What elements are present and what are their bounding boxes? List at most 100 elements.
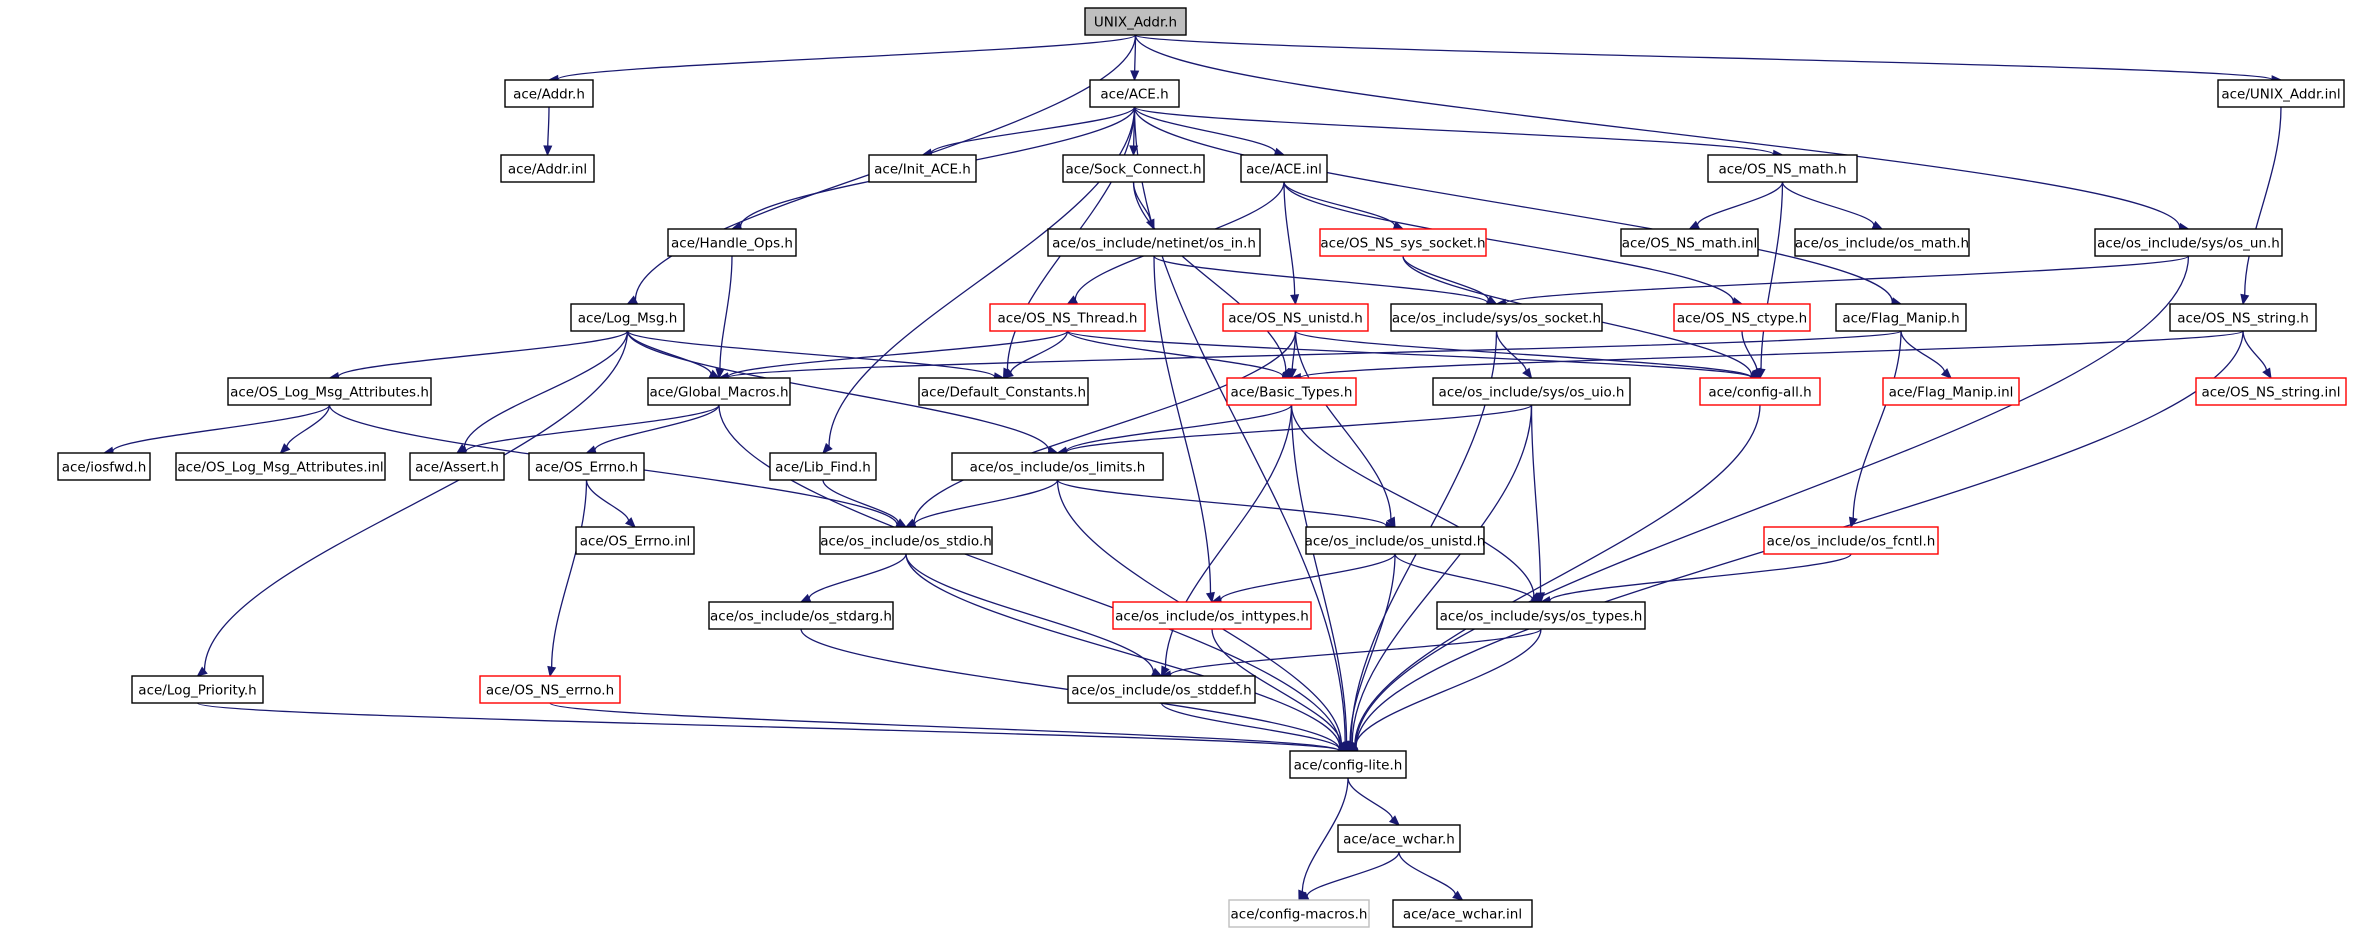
node-global-macros-h[interactable]: ace/Global_Macros.h xyxy=(647,377,791,406)
node-box[interactable] xyxy=(575,526,695,555)
node-os-math-h[interactable]: ace/os_include/os_math.h xyxy=(1794,228,1970,257)
node-config-lite-h[interactable]: ace/config-lite.h xyxy=(1289,750,1407,779)
node-box[interactable] xyxy=(1112,601,1312,630)
node-os-ns-math-h[interactable]: ace/OS_NS_math.h xyxy=(1707,154,1858,183)
node-box[interactable] xyxy=(1763,526,1939,555)
node-os-ns-ctype-h[interactable]: ace/OS_NS_ctype.h xyxy=(1673,303,1811,332)
node-os-inttypes-h[interactable]: ace/os_include/os_inttypes.h xyxy=(1112,601,1312,630)
node-ace-wchar-inl[interactable]: ace/ace_wchar.inl xyxy=(1392,899,1533,928)
node-box[interactable] xyxy=(1673,303,1811,332)
node-box[interactable] xyxy=(504,79,594,108)
node-os-ns-string-inl[interactable]: ace/OS_NS_string.inl xyxy=(2195,377,2347,406)
node-box[interactable] xyxy=(175,452,386,481)
node-sys-os-types-h[interactable]: ace/os_include/sys/os_types.h xyxy=(1436,601,1646,630)
node-box[interactable] xyxy=(667,228,797,257)
node-ace-inl[interactable]: ace/ACE.inl xyxy=(1240,154,1328,183)
node-netinet-os-in-h[interactable]: ace/os_include/netinet/os_in.h xyxy=(1047,228,1261,257)
node-box[interactable] xyxy=(1240,154,1328,183)
node-assert-h[interactable]: ace/Assert.h xyxy=(409,452,505,481)
node-default-constants-h[interactable]: ace/Default_Constants.h xyxy=(918,377,1089,406)
node-os-fcntl-h[interactable]: ace/os_include/os_fcntl.h xyxy=(1763,526,1939,555)
node-handle-ops-h[interactable]: ace/Handle_Ops.h xyxy=(667,228,797,257)
node-unix-addr-h[interactable]: UNIX_Addr.h xyxy=(1084,7,1187,36)
node-os-unistd-h[interactable]: ace/os_include/os_unistd.h xyxy=(1305,526,1486,555)
node-sys-os-socket-h[interactable]: ace/os_include/sys/os_socket.h xyxy=(1390,303,1603,332)
node-box[interactable] xyxy=(989,303,1146,332)
node-os-ns-math-inl[interactable]: ace/OS_NS_math.inl xyxy=(1620,228,1759,257)
node-box[interactable] xyxy=(1228,899,1370,928)
node-box[interactable] xyxy=(1084,7,1187,36)
node-box[interactable] xyxy=(1620,228,1759,257)
node-os-errno-inl[interactable]: ace/OS_Errno.inl xyxy=(575,526,695,555)
node-box[interactable] xyxy=(500,154,595,183)
node-lib-find-h[interactable]: ace/Lib_Find.h xyxy=(769,452,877,481)
node-box[interactable] xyxy=(1337,824,1461,853)
node-os-ns-string-h[interactable]: ace/OS_NS_string.h xyxy=(2169,303,2317,332)
node-ace-h[interactable]: ace/ACE.h xyxy=(1089,79,1180,108)
node-box[interactable] xyxy=(769,452,877,481)
node-box[interactable] xyxy=(1707,154,1858,183)
node-box[interactable] xyxy=(1835,303,1967,332)
node-os-errno-h[interactable]: ace/OS_Errno.h xyxy=(528,452,645,481)
node-flag-manip-inl[interactable]: ace/Flag_Manip.inl xyxy=(1882,377,2020,406)
node-box[interactable] xyxy=(1794,228,1970,257)
node-box[interactable] xyxy=(1047,228,1261,257)
node-box[interactable] xyxy=(1089,79,1180,108)
node-box[interactable] xyxy=(2217,79,2345,108)
node-box[interactable] xyxy=(1289,750,1407,779)
node-log-msg-h[interactable]: ace/Log_Msg.h xyxy=(570,303,685,332)
node-box[interactable] xyxy=(227,377,432,406)
node-box[interactable] xyxy=(1319,228,1487,257)
node-os-ns-thread-h[interactable]: ace/OS_NS_Thread.h xyxy=(989,303,1146,332)
node-os-log-msg-attributes-inl[interactable]: ace/OS_Log_Msg_Attributes.inl xyxy=(175,452,386,481)
node-os-stddef-h[interactable]: ace/os_include/os_stddef.h xyxy=(1067,675,1256,704)
node-box[interactable] xyxy=(409,452,505,481)
node-box[interactable] xyxy=(1222,303,1369,332)
node-sock-connect-h[interactable]: ace/Sock_Connect.h xyxy=(1062,154,1205,183)
node-box[interactable] xyxy=(951,452,1164,481)
node-os-ns-errno-h[interactable]: ace/OS_NS_errno.h xyxy=(479,675,621,704)
node-box[interactable] xyxy=(1390,303,1603,332)
node-addr-h[interactable]: ace/Addr.h xyxy=(504,79,594,108)
node-box[interactable] xyxy=(868,154,977,183)
node-os-log-msg-attributes-h[interactable]: ace/OS_Log_Msg_Attributes.h xyxy=(227,377,432,406)
node-box[interactable] xyxy=(918,377,1089,406)
node-box[interactable] xyxy=(479,675,621,704)
node-os-ns-unistd-h[interactable]: ace/OS_NS_unistd.h xyxy=(1222,303,1369,332)
node-box[interactable] xyxy=(1882,377,2020,406)
node-box[interactable] xyxy=(1699,377,1821,406)
node-config-macros-h[interactable]: ace/config-macros.h xyxy=(1228,899,1370,928)
node-box[interactable] xyxy=(1392,899,1533,928)
node-os-stdio-h[interactable]: ace/os_include/os_stdio.h xyxy=(819,526,993,555)
node-box[interactable] xyxy=(2094,228,2283,257)
node-log-priority-h[interactable]: ace/Log_Priority.h xyxy=(131,675,264,704)
node-box[interactable] xyxy=(1436,601,1646,630)
node-box[interactable] xyxy=(57,452,151,481)
node-box[interactable] xyxy=(2169,303,2317,332)
node-basic-types-h[interactable]: ace/Basic_Types.h xyxy=(1226,377,1357,406)
node-box[interactable] xyxy=(131,675,264,704)
node-iosfwd-h[interactable]: ace/iosfwd.h xyxy=(57,452,151,481)
node-addr-inl[interactable]: ace/Addr.inl xyxy=(500,154,595,183)
node-config-all-h[interactable]: ace/config-all.h xyxy=(1699,377,1821,406)
node-os-ns-sys-socket-h[interactable]: ace/OS_NS_sys_socket.h xyxy=(1319,228,1487,257)
node-sys-os-uio-h[interactable]: ace/os_include/sys/os_uio.h xyxy=(1432,377,1631,406)
node-os-stdarg-h[interactable]: ace/os_include/os_stdarg.h xyxy=(708,601,894,630)
node-box[interactable] xyxy=(819,526,993,555)
node-box[interactable] xyxy=(1062,154,1205,183)
node-box[interactable] xyxy=(708,601,894,630)
node-box[interactable] xyxy=(1432,377,1631,406)
node-sys-os-un-h[interactable]: ace/os_include/sys/os_un.h xyxy=(2094,228,2283,257)
node-unix-addr-inl[interactable]: ace/UNIX_Addr.inl xyxy=(2217,79,2345,108)
node-box[interactable] xyxy=(1226,377,1357,406)
node-os-limits-h[interactable]: ace/os_include/os_limits.h xyxy=(951,452,1164,481)
node-box[interactable] xyxy=(1305,526,1485,555)
node-ace-wchar-h[interactable]: ace/ace_wchar.h xyxy=(1337,824,1461,853)
node-init-ace-h[interactable]: ace/Init_ACE.h xyxy=(868,154,977,183)
node-box[interactable] xyxy=(528,452,645,481)
node-box[interactable] xyxy=(647,377,791,406)
node-box[interactable] xyxy=(2195,377,2347,406)
node-box[interactable] xyxy=(1067,675,1256,704)
node-box[interactable] xyxy=(570,303,685,332)
node-flag-manip-h[interactable]: ace/Flag_Manip.h xyxy=(1835,303,1967,332)
